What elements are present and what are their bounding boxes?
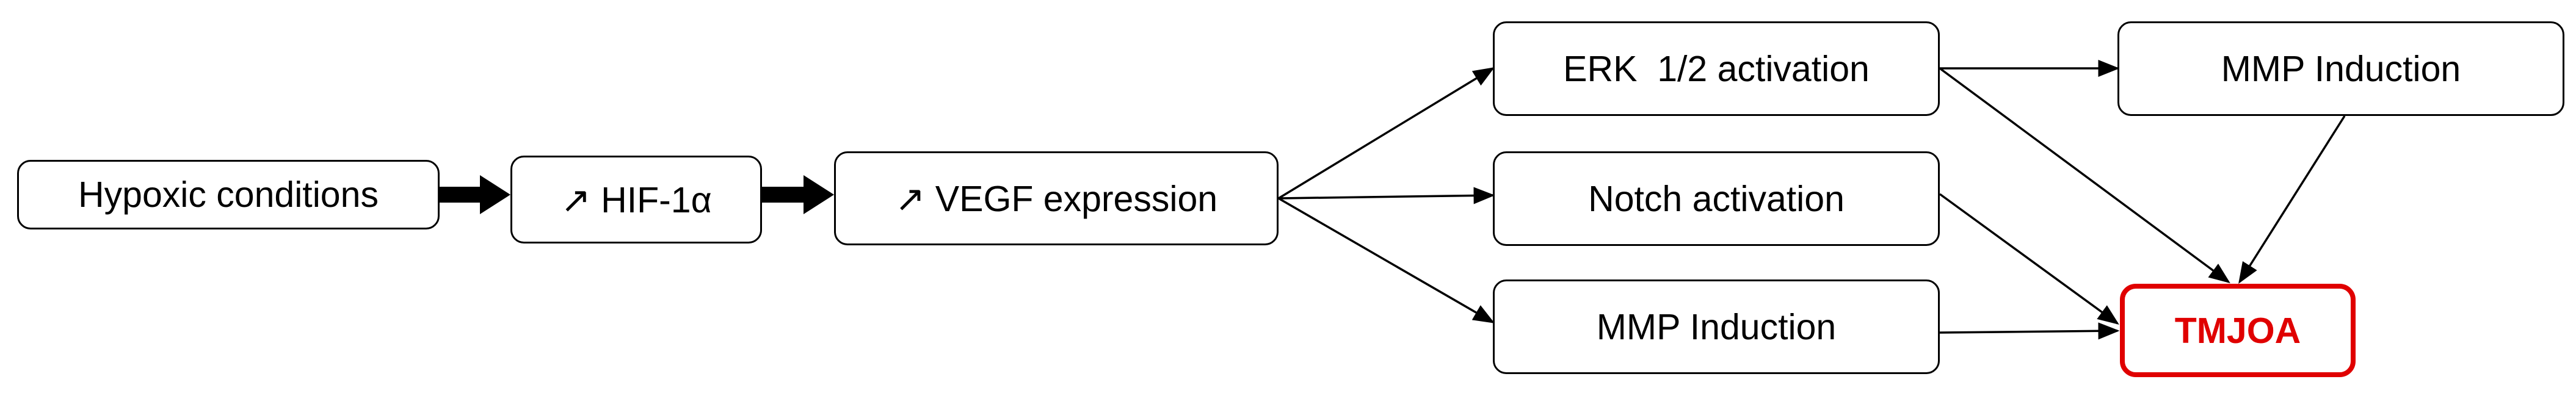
node-erk-activation: ERK 1/2 activation (1493, 21, 1940, 116)
node-hif-1a: ↗ HIF-1α (510, 156, 762, 243)
node-mmp-induction-lower: MMP Induction (1493, 279, 1940, 374)
edge-vegf-to-mmp_a (1278, 197, 1495, 323)
edge-erk-to-tmjoa (1939, 67, 2230, 284)
node-tmjoa: TMJOA (2120, 284, 2356, 377)
edge-vegf-to-notch (1278, 187, 1495, 204)
node-notch-activation: Notch activation (1493, 151, 1940, 246)
edge-hypoxic-to-hif-arrowhead (480, 175, 510, 214)
edge-vegf-to-erk (1278, 67, 1495, 200)
edge-mmp_a-to-tmjoa (1939, 322, 2120, 340)
node-vegf-expression: ↗ VEGF expression (834, 151, 1279, 245)
edge-hypoxic-to-hif (440, 187, 481, 203)
edge-notch-to-tmjoa (1939, 193, 2119, 325)
edge-mmp_b-to-tmjoa (2238, 115, 2346, 284)
node-mmp-induction-upper: MMP Induction (2117, 21, 2564, 116)
node-hypoxic-conditions: Hypoxic conditions (17, 160, 440, 229)
edge-hif-to-vegf (762, 187, 805, 203)
edge-hif-to-vegf-arrowhead (804, 175, 834, 214)
